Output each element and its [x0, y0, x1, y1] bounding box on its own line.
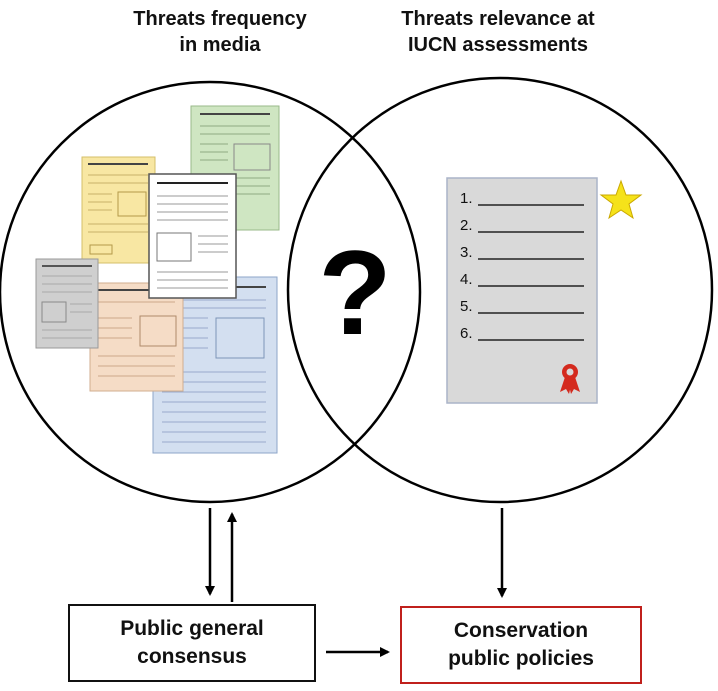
- award-ribbon-icon: [560, 364, 580, 394]
- rank-label-2: 2.: [460, 217, 473, 234]
- public-consensus-line-1: Public general: [120, 617, 264, 640]
- rank-label-5: 5.: [460, 298, 473, 315]
- ranking-list-icon: 1. 2. 3. 4. 5. 6.: [446, 177, 598, 404]
- right-title-line-2: IUCN assessments: [407, 34, 589, 56]
- question-mark-icon: ?: [318, 226, 391, 360]
- conservation-policies-line-1: Conservation: [453, 619, 589, 642]
- newspaper-peach: [89, 282, 184, 392]
- newspaper-gray: [35, 258, 99, 349]
- conservation-policies-line-2: public policies: [448, 647, 594, 670]
- right-title-line-1: Threats relevance at: [401, 8, 595, 30]
- rank-label-4: 4.: [460, 271, 473, 288]
- newspaper-icon: [35, 105, 280, 454]
- newspaper-yellow: [81, 156, 156, 264]
- newspaper-white: [148, 173, 237, 299]
- rank-label-6: 6.: [460, 325, 473, 342]
- conservation-policies-box: Conservation public policies: [400, 606, 642, 684]
- public-consensus-box: Public general consensus: [68, 604, 316, 682]
- media-circle: [0, 80, 422, 504]
- iucn-circle: [286, 76, 714, 504]
- rank-label-1: 1.: [460, 190, 473, 207]
- ranking-lines: [478, 204, 584, 341]
- left-title-line-2: in media: [179, 34, 261, 56]
- left-circle-title: Threats frequency in media: [90, 6, 350, 58]
- right-circle-title: Threats relevance at IUCN assessments: [368, 6, 628, 58]
- rank-label-3: 3.: [460, 244, 473, 261]
- left-title-line-1: Threats frequency: [133, 8, 307, 30]
- star-icon: [599, 179, 643, 220]
- public-consensus-line-2: consensus: [137, 645, 247, 668]
